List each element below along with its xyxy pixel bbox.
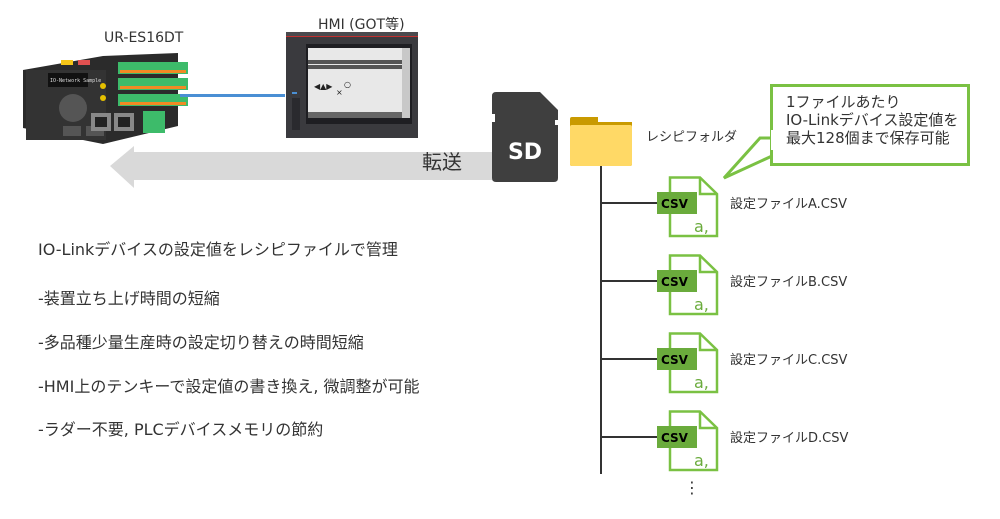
file-name: 設定ファイルA.CSV [730,197,848,212]
callout-line: 最大128個まで保存可能 [786,129,950,147]
feature-item: -装置立ち上げ時間の短縮 [38,289,220,308]
tree-branch-line [600,202,658,204]
sd-card-icon [492,92,558,182]
more-files-ellipsis: ⋮ [684,478,700,497]
csv-file-item[interactable]: a, CSV [657,332,719,398]
hmi-device-image: ◀▲▶ × ○ [286,32,418,138]
csv-file-icon: a, CSV [657,176,719,238]
csv-badge: CSV [661,197,689,211]
hmi-label: HMI (GOT等) [318,17,405,33]
file-name: 設定ファイルC.CSV [730,353,848,368]
callout-line: IO-Linkデバイス設定値を [786,111,959,129]
sd-card-text: SD [507,140,543,165]
callout-join [771,130,775,150]
folder-icon [570,117,632,166]
svg-text:IO-Network Sample: IO-Network Sample [50,78,101,84]
svg-text:◀▲▶: ◀▲▶ [314,82,333,91]
csv-glyph: a, [694,451,709,470]
svg-text:×: × [336,88,343,97]
feature-item: -HMI上のテンキーで設定値の書き換え, 微調整が可能 [38,377,420,396]
csv-file-icon: a, CSV [657,410,719,472]
tree-trunk-line [600,166,602,474]
tree-branch-line [600,436,658,438]
csv-file-item[interactable]: a, CSV [657,254,719,320]
network-cable [180,94,285,97]
transfer-label: 転送 [422,150,462,174]
sd-card: SD [492,92,558,182]
callout-box: 1ファイルあたり IO-Linkデバイス設定値を 最大128個まで保存可能 [770,84,970,166]
plc-label: UR-ES16DT [104,30,184,46]
csv-glyph: a, [694,217,709,236]
csv-file-item[interactable]: a, CSV [657,176,719,242]
csv-badge: CSV [661,431,689,445]
csv-badge: CSV [661,275,689,289]
csv-file-icon: a, CSV [657,254,719,316]
svg-text:○: ○ [344,80,351,89]
tree-branch-line [600,280,658,282]
folder-label: レシピフォルダ [646,130,738,145]
csv-file-icon: a, CSV [657,332,719,394]
plc-device-image: IO-Network Sample [23,53,188,144]
feature-item: -ラダー不要, PLCデバイスメモリの節約 [38,420,324,439]
transfer-arrow [110,146,492,188]
tree-branch-line [600,358,658,360]
csv-glyph: a, [694,295,709,314]
csv-badge: CSV [661,353,689,367]
file-name: 設定ファイルB.CSV [730,275,848,290]
file-name: 設定ファイルD.CSV [730,431,849,446]
features-heading: IO-Linkデバイスの設定値をレシピファイルで管理 [38,240,398,259]
callout-line: 1ファイルあたり [786,93,901,111]
feature-item: -多品種少量生産時の設定切り替えの時間短縮 [38,333,364,352]
csv-file-item[interactable]: a, CSV [657,410,719,476]
csv-glyph: a, [694,373,709,392]
